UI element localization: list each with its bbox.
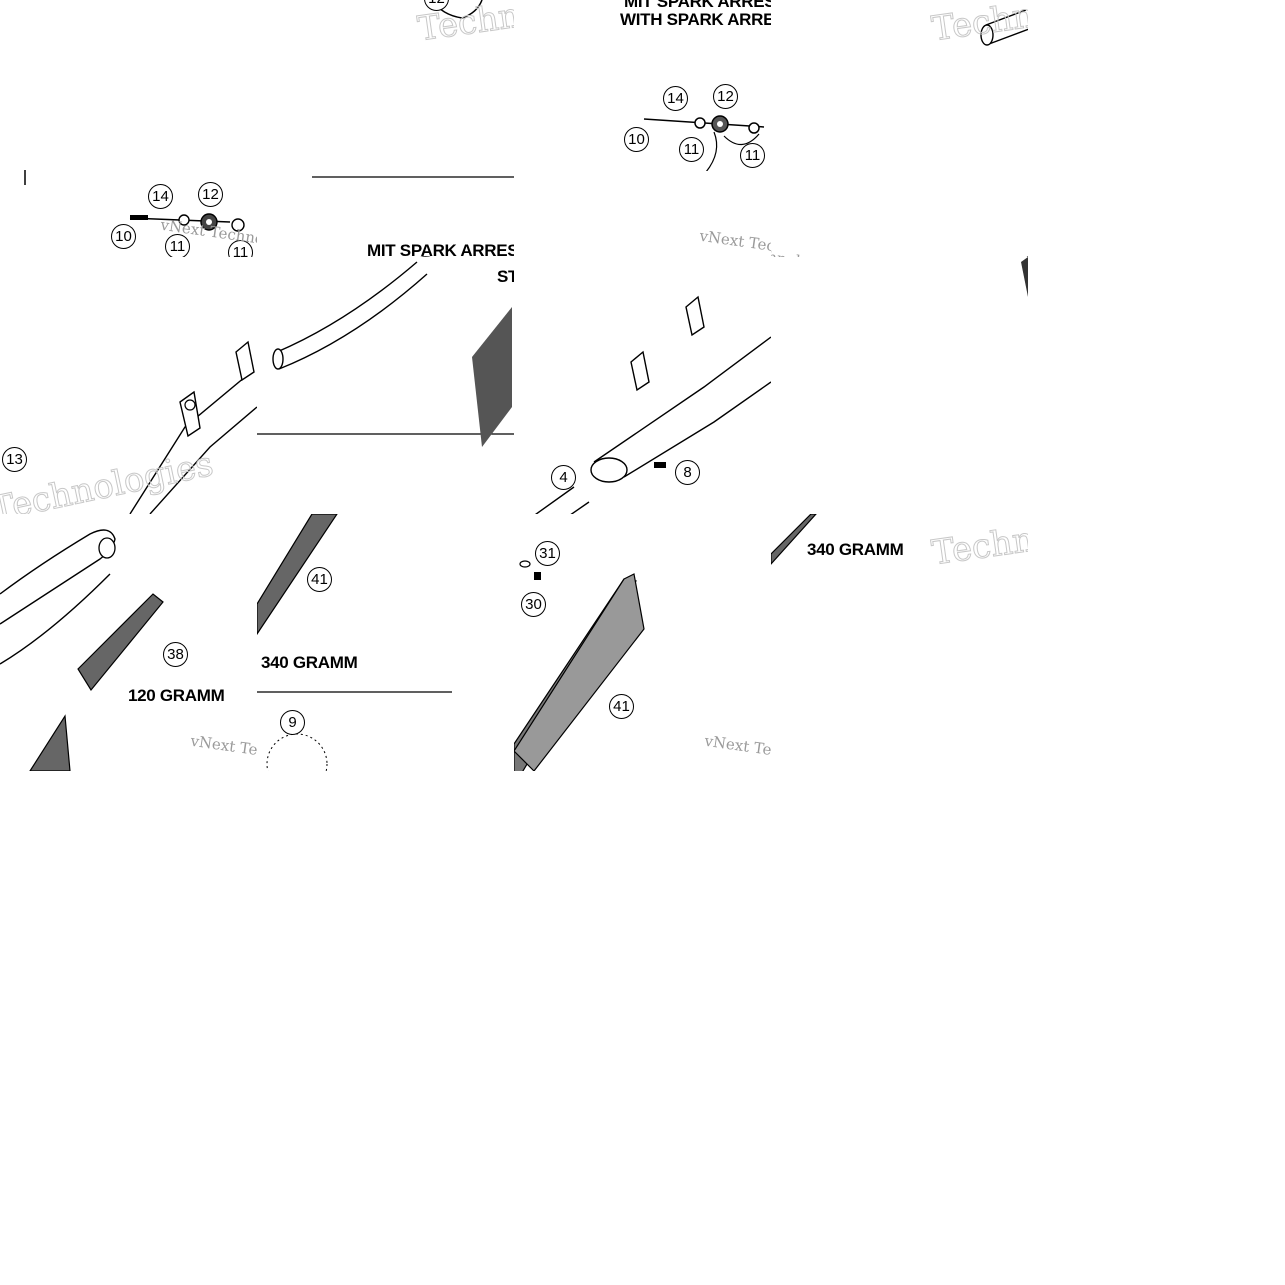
tile-drawing [129,340,257,514]
tile-drawing [771,514,817,565]
callout: 11 [679,137,704,162]
callout: 4 [551,465,576,490]
tile-r3c2: 31 30 41 vNext Technologies [514,514,771,771]
tile-r2c1: STOR 13 [257,257,514,514]
callout: 12 [713,84,738,109]
spark-arrester-label: WITH SPARK ARRES [620,10,771,29]
spark-arrester-label: MIT SPARK ARREST [624,0,771,11]
tile-drawing [643,115,765,173]
callout: 11 [165,234,190,259]
callout: 30 [521,592,546,617]
tile-drawing [257,261,514,447]
callout: 13 [2,447,27,472]
tile-r3c3: 340 GRAMM Technologies [771,514,1028,771]
weight-label: 120 GRAMM [128,686,225,705]
tile-drawing [980,9,1028,46]
weight-label: 340 GRAMM [261,653,358,672]
tile-r2c3 [771,257,1028,514]
tile-drawing [1021,257,1028,297]
tile-r2c2: 4 8 [514,257,771,514]
callout: 10 [111,224,136,249]
callout: 41 [307,567,332,592]
callout: 9 [280,710,305,735]
callout: 31 [535,541,560,566]
tile-drawing [534,295,771,514]
callout: 8 [675,460,700,485]
callout: 10 [624,127,649,152]
callout: 14 [148,184,173,209]
tile-r2c0: 13 Technologies [0,257,257,514]
callout: 38 [163,642,188,667]
callout: 11 [228,240,253,265]
callout: 12 [198,182,223,207]
callout: 14 [663,86,688,111]
tile-drawing [0,529,164,771]
tile-r3c0: 38 120 GRAMM vNext Technologies [0,514,257,771]
spark-arrester-label: MIT SPARK ARREST [367,241,514,260]
callout: 11 [740,143,765,168]
spark-arrester-label: STOR [497,267,514,286]
callout: 41 [609,694,634,719]
tile-drawing [514,560,645,771]
tile-r3c1: 41 340 GRAMM 9 [257,514,514,771]
weight-label: 340 GRAMM [807,540,904,559]
